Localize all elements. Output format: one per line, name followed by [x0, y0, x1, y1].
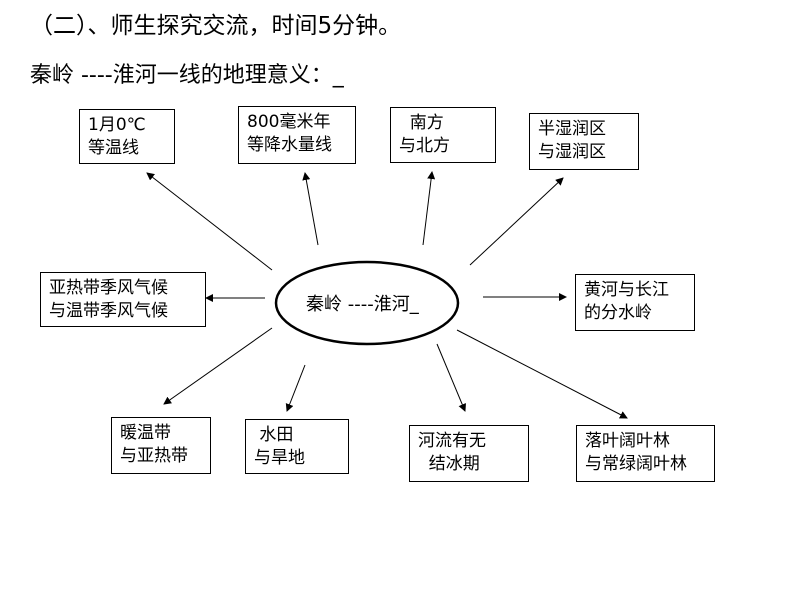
arrow-to-isotherm	[146, 172, 273, 271]
box-north-south: 南方 与北方	[390, 107, 496, 163]
arrow-to-forest	[456, 329, 628, 419]
box-paddy: 水田 与旱地	[245, 419, 349, 474]
question-prompt: 秦岭 ----淮河一线的地理意义：_	[30, 63, 344, 88]
box-forest: 落叶阔叶林 与常绿阔叶林	[576, 425, 715, 482]
box-climate: 亚热带季风气候 与温带季风气候	[40, 272, 206, 327]
arrow-to-temperate-zone	[163, 327, 273, 405]
arrow-to-humid	[469, 177, 564, 266]
box-isotherm: 1月0℃ 等温线	[79, 109, 175, 164]
box-temperate-zone: 暖温带 与亚热带	[111, 417, 211, 474]
arrow-to-north-south	[422, 171, 436, 246]
box-humid: 半湿润区 与湿润区	[529, 113, 639, 170]
box-watershed: 黄河与长江 的分水岭	[575, 274, 695, 331]
center-label: 秦岭 ----淮河_	[306, 294, 419, 315]
arrow-to-paddy	[285, 364, 306, 412]
arrow-to-river-ice	[436, 343, 466, 412]
box-precipitation: 800毫米年 等降水量线	[238, 106, 356, 164]
section-heading: （二）、师生探究交流，时间5分钟。	[30, 13, 402, 39]
arrow-to-precipitation	[302, 172, 319, 246]
center-ellipse	[274, 260, 460, 346]
box-river-ice: 河流有无 结冰期	[409, 425, 529, 482]
